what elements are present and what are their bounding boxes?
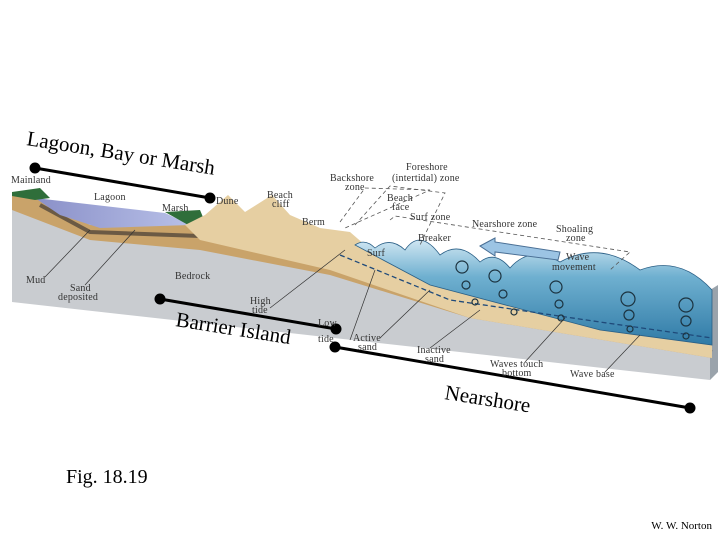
wave-orbits [455, 260, 694, 340]
label-berm: Berm [302, 217, 325, 228]
figure-credit: W. W. Norton [651, 520, 712, 532]
label-mainland: Mainland [11, 175, 51, 186]
label-backshore-1: Backshore [330, 173, 374, 184]
label-low-tide-1: Low [318, 318, 338, 329]
leader-lines [44, 229, 641, 373]
label-high-tide-2: tide [252, 305, 268, 316]
label-shoaling-1: Shoaling [556, 224, 593, 235]
label-wave-movement-2: movement [552, 262, 596, 273]
label-marsh: Marsh [162, 203, 189, 214]
label-sand-deposited-1: Sand [70, 283, 91, 294]
label-inactive-sand-1: Inactive [417, 345, 451, 356]
label-mud: Mud [26, 275, 46, 286]
label-low-tide-2: tide [318, 334, 334, 345]
ocean-water [354, 239, 713, 346]
label-backshore-2: zone [345, 182, 365, 193]
label-lagoon: Lagoon [94, 192, 126, 203]
label-beach-cliff-1: Beach [267, 190, 293, 201]
label-waves-touch-2: bottom [502, 368, 532, 379]
label-wave-base: Wave base [570, 369, 615, 380]
label-dune: Dune [216, 196, 239, 207]
zone-brackets [339, 185, 631, 271]
label-beach-face-2: face [392, 202, 410, 213]
label-high-tide-1: High [250, 296, 271, 307]
lagoon-water [35, 198, 190, 228]
wave-base-line [339, 254, 713, 339]
label-beach-face-1: Beach [387, 193, 413, 204]
wave-movement-arrow [479, 237, 561, 261]
label-nearshore-zone: Nearshore zone [472, 219, 538, 230]
label-bedrock: Bedrock [175, 271, 210, 282]
label-breaker: Breaker [418, 233, 452, 244]
label-sand-deposited-2: deposited [58, 292, 98, 303]
label-foreshore-1: Foreshore [406, 162, 448, 173]
region-bars [29, 162, 696, 414]
barrier-sand [185, 195, 712, 358]
region-nearshore-label: Nearshore [443, 380, 532, 417]
label-active-sand-1: Active [353, 333, 381, 344]
label-waves-touch-1: Waves touch [490, 359, 543, 370]
label-wave-movement-1: Wave [566, 252, 590, 263]
label-beach-cliff-2: cliff [272, 199, 290, 210]
label-surf: Surf [367, 248, 385, 259]
label-shoaling-2: zone [566, 233, 586, 244]
figure-caption: Fig. 18.19 [66, 466, 148, 488]
mainland-green [12, 188, 50, 200]
label-foreshore-2: (intertidal) zone [392, 173, 460, 184]
label-surf-zone: Surf zone [410, 212, 451, 223]
label-active-sand-2: sand [358, 342, 377, 353]
label-inactive-sand-2: sand [425, 354, 444, 365]
